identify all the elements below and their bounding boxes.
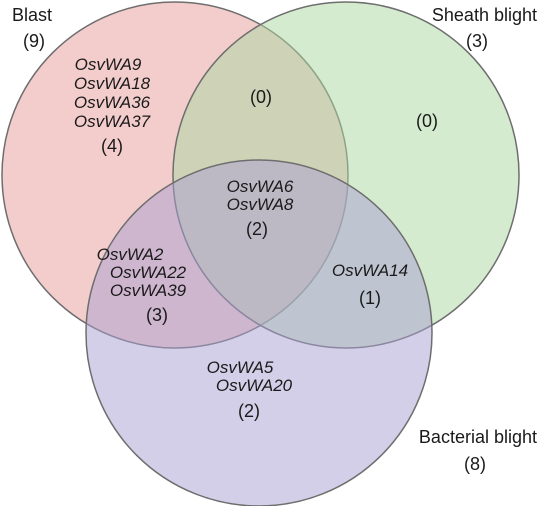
gene-label: OsvWA9	[75, 55, 142, 74]
sheath-blight-label: Sheath blight	[432, 5, 537, 25]
region-sheath-bacterial: OsvWA14 (1)	[332, 261, 408, 308]
region-all-three: OsvWA6 OsvWA8 (2)	[227, 177, 294, 239]
bacterial-blight-circle	[85, 159, 433, 506]
gene-label: OsvWA14	[332, 261, 408, 280]
region-count: (2)	[238, 401, 260, 421]
gene-label: OsvWA39	[110, 281, 187, 300]
region-count: (2)	[246, 219, 268, 239]
gene-label: OsvWA5	[207, 358, 274, 377]
region-count: (1)	[359, 288, 381, 308]
gene-label: OsvWA2	[97, 245, 164, 264]
sheath-blight-total-count: (3)	[466, 31, 488, 51]
region-sheath-only-count: (0)	[416, 111, 438, 131]
region-blast-bacterial: OsvWA2 OsvWA22 OsvWA39 (3)	[97, 245, 187, 325]
region-blast-only: OsvWA9 OsvWA18 OsvWA36 OsvWA37 (4)	[74, 55, 151, 156]
bacterial-blight-label: Bacterial blight	[419, 427, 537, 447]
region-bacterial-only: OsvWA5 OsvWA20 (2)	[207, 358, 293, 421]
gene-label: OsvWA37	[74, 112, 151, 131]
gene-label: OsvWA8	[227, 195, 294, 214]
region-blast-sheath-count: (0)	[250, 87, 272, 107]
gene-label: OsvWA22	[110, 263, 187, 282]
gene-label: OsvWA36	[74, 93, 151, 112]
gene-label: OsvWA20	[216, 376, 293, 395]
gene-label: OsvWA18	[74, 74, 151, 93]
region-count: (4)	[101, 136, 123, 156]
region-count: (3)	[146, 305, 168, 325]
blast-label: Blast	[12, 5, 52, 25]
blast-total-count: (9)	[23, 31, 45, 51]
bacterial-blight-total-count: (8)	[464, 454, 486, 474]
gene-label: OsvWA6	[227, 177, 294, 196]
circles	[1, 1, 520, 506]
